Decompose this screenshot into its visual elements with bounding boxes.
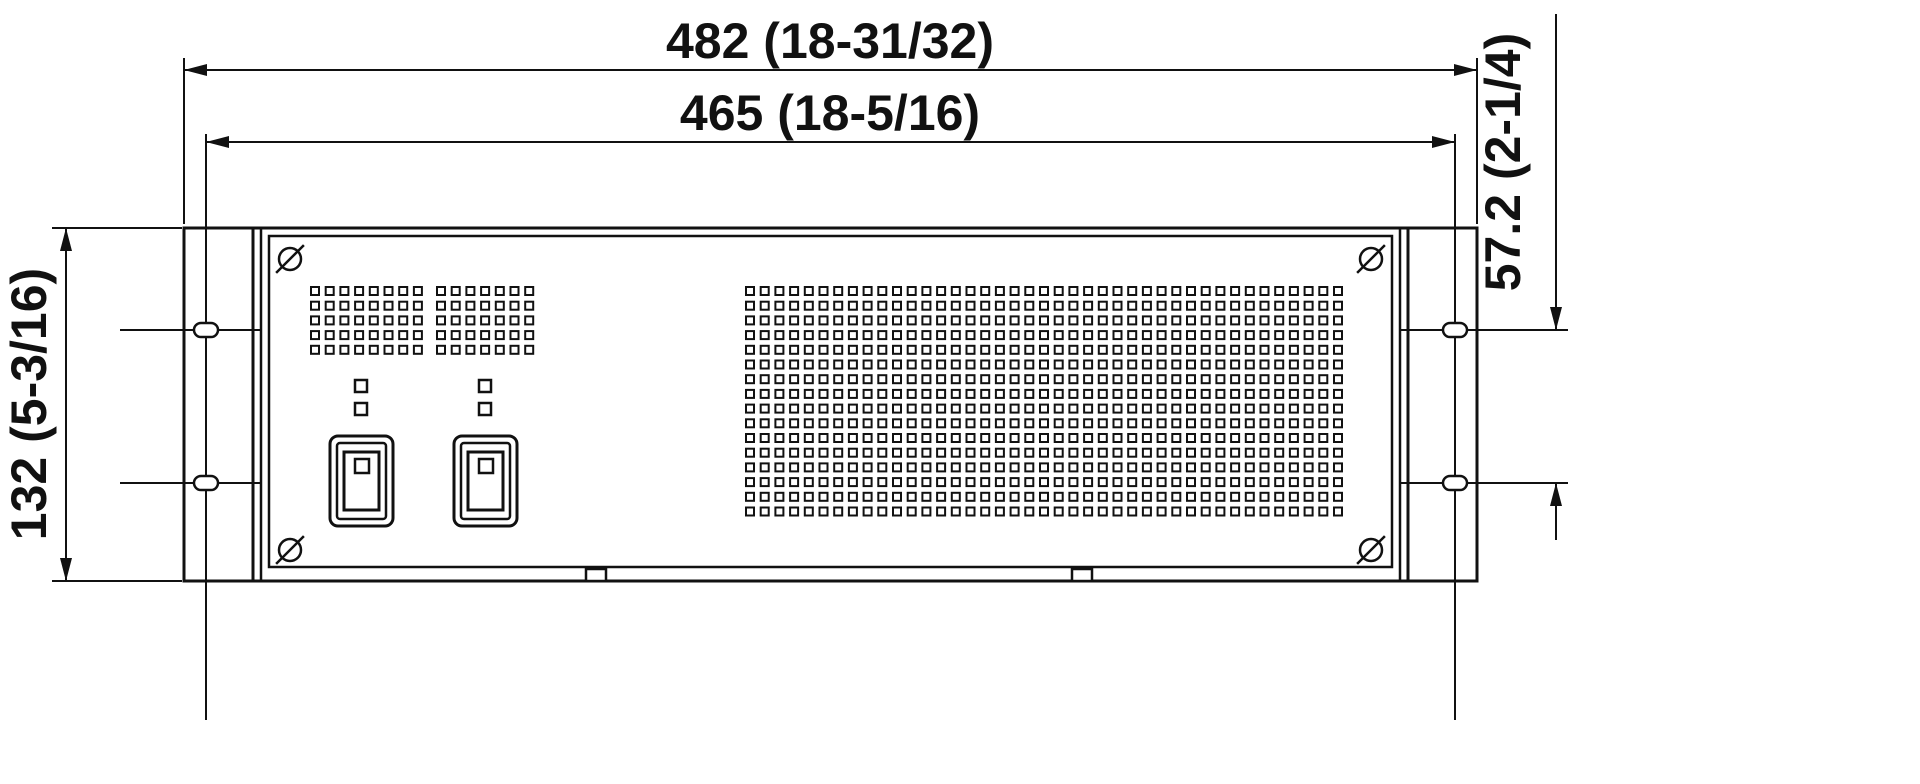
dim-hole-spacing: 57.2 (2-1/4) — [1475, 14, 1562, 540]
dim-mounting-width: 465 (18-5/16) — [206, 85, 1455, 148]
indicator-led-ch2-upper — [477, 378, 493, 394]
arrowhead-up — [1550, 483, 1562, 506]
arrowhead-right — [1454, 64, 1477, 76]
front-panel-face — [267, 234, 1394, 569]
mounting-slots — [120, 134, 1568, 720]
corner-screw-bottom-left — [275, 535, 305, 565]
corner-screws — [275, 244, 1386, 565]
bottom-tab-left — [584, 567, 608, 583]
arrowhead-down — [1550, 307, 1562, 330]
dim-overall-width-label: 482 (18-31/32) — [666, 13, 994, 69]
mounting-slot-right-upper — [1441, 321, 1469, 339]
power-switch-1-frame — [335, 441, 388, 521]
dim-height-label: 132 (5-3/16) — [1, 268, 57, 540]
bottom-tab-right — [1070, 567, 1094, 583]
mounting-slot-right-lower — [1441, 474, 1469, 492]
power-switch-1 — [328, 434, 395, 528]
power-switch-2 — [452, 434, 519, 528]
dim-mounting-width-label: 465 (18-5/16) — [680, 85, 980, 141]
dim-overall-width: 482 (18-31/32) — [183, 13, 1478, 224]
power-switch-2-mark — [477, 457, 495, 475]
arrowhead-right — [1432, 136, 1455, 148]
power-switch-2-frame — [459, 441, 512, 521]
arrowhead-bottom — [60, 558, 72, 581]
dim-hole-spacing-label: 57.2 (2-1/4) — [1475, 33, 1531, 291]
mounting-slot-left-lower — [192, 474, 220, 492]
arrowhead-top — [60, 228, 72, 251]
indicator-led-ch1-lower — [353, 401, 369, 417]
vent-grid-left-b — [436, 286, 535, 355]
corner-screw-bottom-right — [1356, 535, 1386, 565]
power-switch-2-rocker — [466, 450, 505, 512]
power-switch-2-bezel — [452, 434, 519, 528]
mounting-slot-left-upper — [192, 321, 220, 339]
indicator-led-ch2-lower — [477, 401, 493, 417]
arrowhead-left — [206, 136, 229, 148]
dim-height: 132 (5-3/16) — [1, 227, 182, 582]
vent-grid-main — [745, 286, 1343, 517]
corner-screw-top-left — [275, 244, 305, 274]
indicator-leds — [353, 378, 493, 417]
arrowhead-left — [184, 64, 207, 76]
indicator-led-ch1-upper — [353, 378, 369, 394]
corner-screw-top-right — [1356, 244, 1386, 274]
power-switch-1-mark — [353, 457, 371, 475]
power-switch-1-bezel — [328, 434, 395, 528]
power-switch-1-rocker — [342, 450, 381, 512]
vent-grid-left-a — [310, 286, 423, 355]
